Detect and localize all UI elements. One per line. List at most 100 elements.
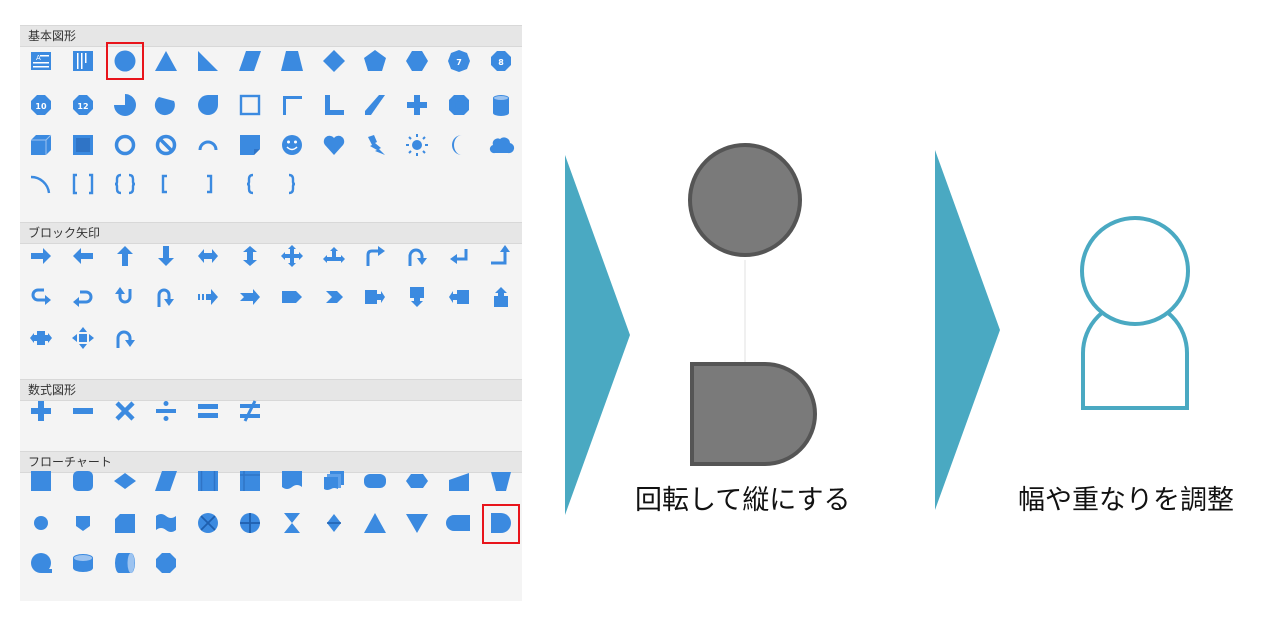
teardrop-icon[interactable] (192, 89, 224, 121)
cross-icon[interactable] (401, 89, 433, 121)
flow-shape-13-icon[interactable] (67, 507, 99, 539)
isosceles-triangle-icon[interactable] (150, 45, 182, 77)
arrows-shape-16-icon[interactable] (192, 281, 224, 313)
heptagon-icon[interactable]: 7 (443, 45, 475, 77)
flow-shape-27-icon[interactable] (150, 547, 182, 579)
flow-shape-19-icon[interactable] (318, 507, 350, 539)
arrows-shape-3-icon[interactable] (150, 240, 182, 272)
math-multiply-icon[interactable] (109, 395, 141, 427)
flow-shape-23-icon[interactable] (481, 504, 520, 544)
flow-shape-15-icon[interactable] (150, 507, 182, 539)
donut-icon[interactable] (109, 129, 141, 161)
arrows-shape-26-icon[interactable] (109, 322, 141, 354)
pentagon-icon[interactable] (359, 45, 391, 77)
text-box-icon[interactable]: A (25, 45, 57, 77)
flow-shape-21-icon[interactable] (401, 507, 433, 539)
arrows-shape-7-icon[interactable] (318, 240, 350, 272)
parallelogram-icon[interactable] (234, 45, 266, 77)
flow-shape-0-icon[interactable] (25, 465, 57, 497)
cloud-icon[interactable] (485, 129, 517, 161)
bevel-icon[interactable] (67, 129, 99, 161)
cube-icon[interactable] (25, 129, 57, 161)
arrows-shape-18-icon[interactable] (276, 281, 308, 313)
math-minus-icon[interactable] (67, 395, 99, 427)
diagonal-stripe-icon[interactable] (359, 89, 391, 121)
arrows-shape-10-icon[interactable] (443, 240, 475, 272)
math-plus-icon[interactable] (25, 395, 57, 427)
arrows-shape-4-icon[interactable] (192, 240, 224, 272)
arrows-shape-2-icon[interactable] (109, 240, 141, 272)
flow-shape-22-icon[interactable] (443, 507, 475, 539)
l-shape-icon[interactable] (318, 89, 350, 121)
flow-shape-25-icon[interactable] (67, 547, 99, 579)
right-brace-icon[interactable] (276, 168, 308, 200)
flow-shape-4-icon[interactable] (192, 465, 224, 497)
pie-icon[interactable] (109, 89, 141, 121)
flow-shape-5-icon[interactable] (234, 465, 266, 497)
arrows-shape-11-icon[interactable] (485, 240, 517, 272)
right-triangle-icon[interactable] (192, 45, 224, 77)
flow-shape-18-icon[interactable] (276, 507, 308, 539)
plaque-icon[interactable] (443, 89, 475, 121)
arrows-shape-5-icon[interactable] (234, 240, 266, 272)
moon-icon[interactable] (443, 129, 475, 161)
arrows-shape-19-icon[interactable] (318, 281, 350, 313)
math-equal-icon[interactable] (192, 395, 224, 427)
dodecagon-icon[interactable]: 12 (67, 89, 99, 121)
smiley-face-icon[interactable] (276, 129, 308, 161)
arrows-shape-15-icon[interactable] (150, 281, 182, 313)
arrows-shape-8-icon[interactable] (359, 240, 391, 272)
flow-shape-8-icon[interactable] (359, 465, 391, 497)
flow-shape-24-icon[interactable] (25, 547, 57, 579)
arrows-shape-9-icon[interactable] (401, 240, 433, 272)
arrows-shape-0-icon[interactable] (25, 240, 57, 272)
arrows-shape-13-icon[interactable] (67, 281, 99, 313)
arrows-shape-6-icon[interactable] (276, 240, 308, 272)
heart-icon[interactable] (318, 129, 350, 161)
block-arc-icon[interactable] (192, 129, 224, 161)
frame-icon[interactable] (234, 89, 266, 121)
flow-shape-12-icon[interactable] (25, 507, 57, 539)
trapezoid-icon[interactable] (276, 45, 308, 77)
flow-shape-26-icon[interactable] (109, 547, 141, 579)
diamond-icon[interactable] (318, 45, 350, 77)
double-bracket-icon[interactable] (67, 168, 99, 200)
arrows-shape-24-icon[interactable] (25, 322, 57, 354)
folded-corner-icon[interactable] (234, 129, 266, 161)
math-divide-icon[interactable] (150, 395, 182, 427)
double-brace-icon[interactable] (109, 168, 141, 200)
chord-icon[interactable] (150, 89, 182, 121)
left-brace-icon[interactable] (234, 168, 266, 200)
decagon-icon[interactable]: 10 (25, 89, 57, 121)
flow-shape-3-icon[interactable] (150, 465, 182, 497)
arrows-shape-17-icon[interactable] (234, 281, 266, 313)
math-not-equal-icon[interactable] (234, 395, 266, 427)
hexagon-icon[interactable] (401, 45, 433, 77)
flow-shape-20-icon[interactable] (359, 507, 391, 539)
flow-shape-6-icon[interactable] (276, 465, 308, 497)
arrows-shape-23-icon[interactable] (485, 281, 517, 313)
can-icon[interactable] (485, 89, 517, 121)
vertical-text-box-icon[interactable] (67, 45, 99, 77)
oval-icon[interactable] (105, 42, 144, 80)
arrows-shape-22-icon[interactable] (443, 281, 475, 313)
flow-shape-14-icon[interactable] (109, 507, 141, 539)
flow-shape-17-icon[interactable] (234, 507, 266, 539)
arrows-shape-1-icon[interactable] (67, 240, 99, 272)
flow-shape-7-icon[interactable] (318, 465, 350, 497)
arc-icon[interactable] (25, 168, 57, 200)
left-bracket-icon[interactable] (150, 168, 182, 200)
flow-shape-11-icon[interactable] (485, 465, 517, 497)
arrows-shape-20-icon[interactable] (359, 281, 391, 313)
octagon-icon[interactable]: 8 (485, 45, 517, 77)
right-bracket-icon[interactable] (192, 168, 224, 200)
arrows-shape-25-icon[interactable] (67, 322, 99, 354)
flow-shape-2-icon[interactable] (109, 465, 141, 497)
arrows-shape-12-icon[interactable] (25, 281, 57, 313)
no-symbol-icon[interactable] (150, 129, 182, 161)
lightning-bolt-icon[interactable] (359, 129, 391, 161)
flow-shape-10-icon[interactable] (443, 465, 475, 497)
half-frame-icon[interactable] (276, 89, 308, 121)
flow-shape-9-icon[interactable] (401, 465, 433, 497)
sun-icon[interactable] (401, 129, 433, 161)
